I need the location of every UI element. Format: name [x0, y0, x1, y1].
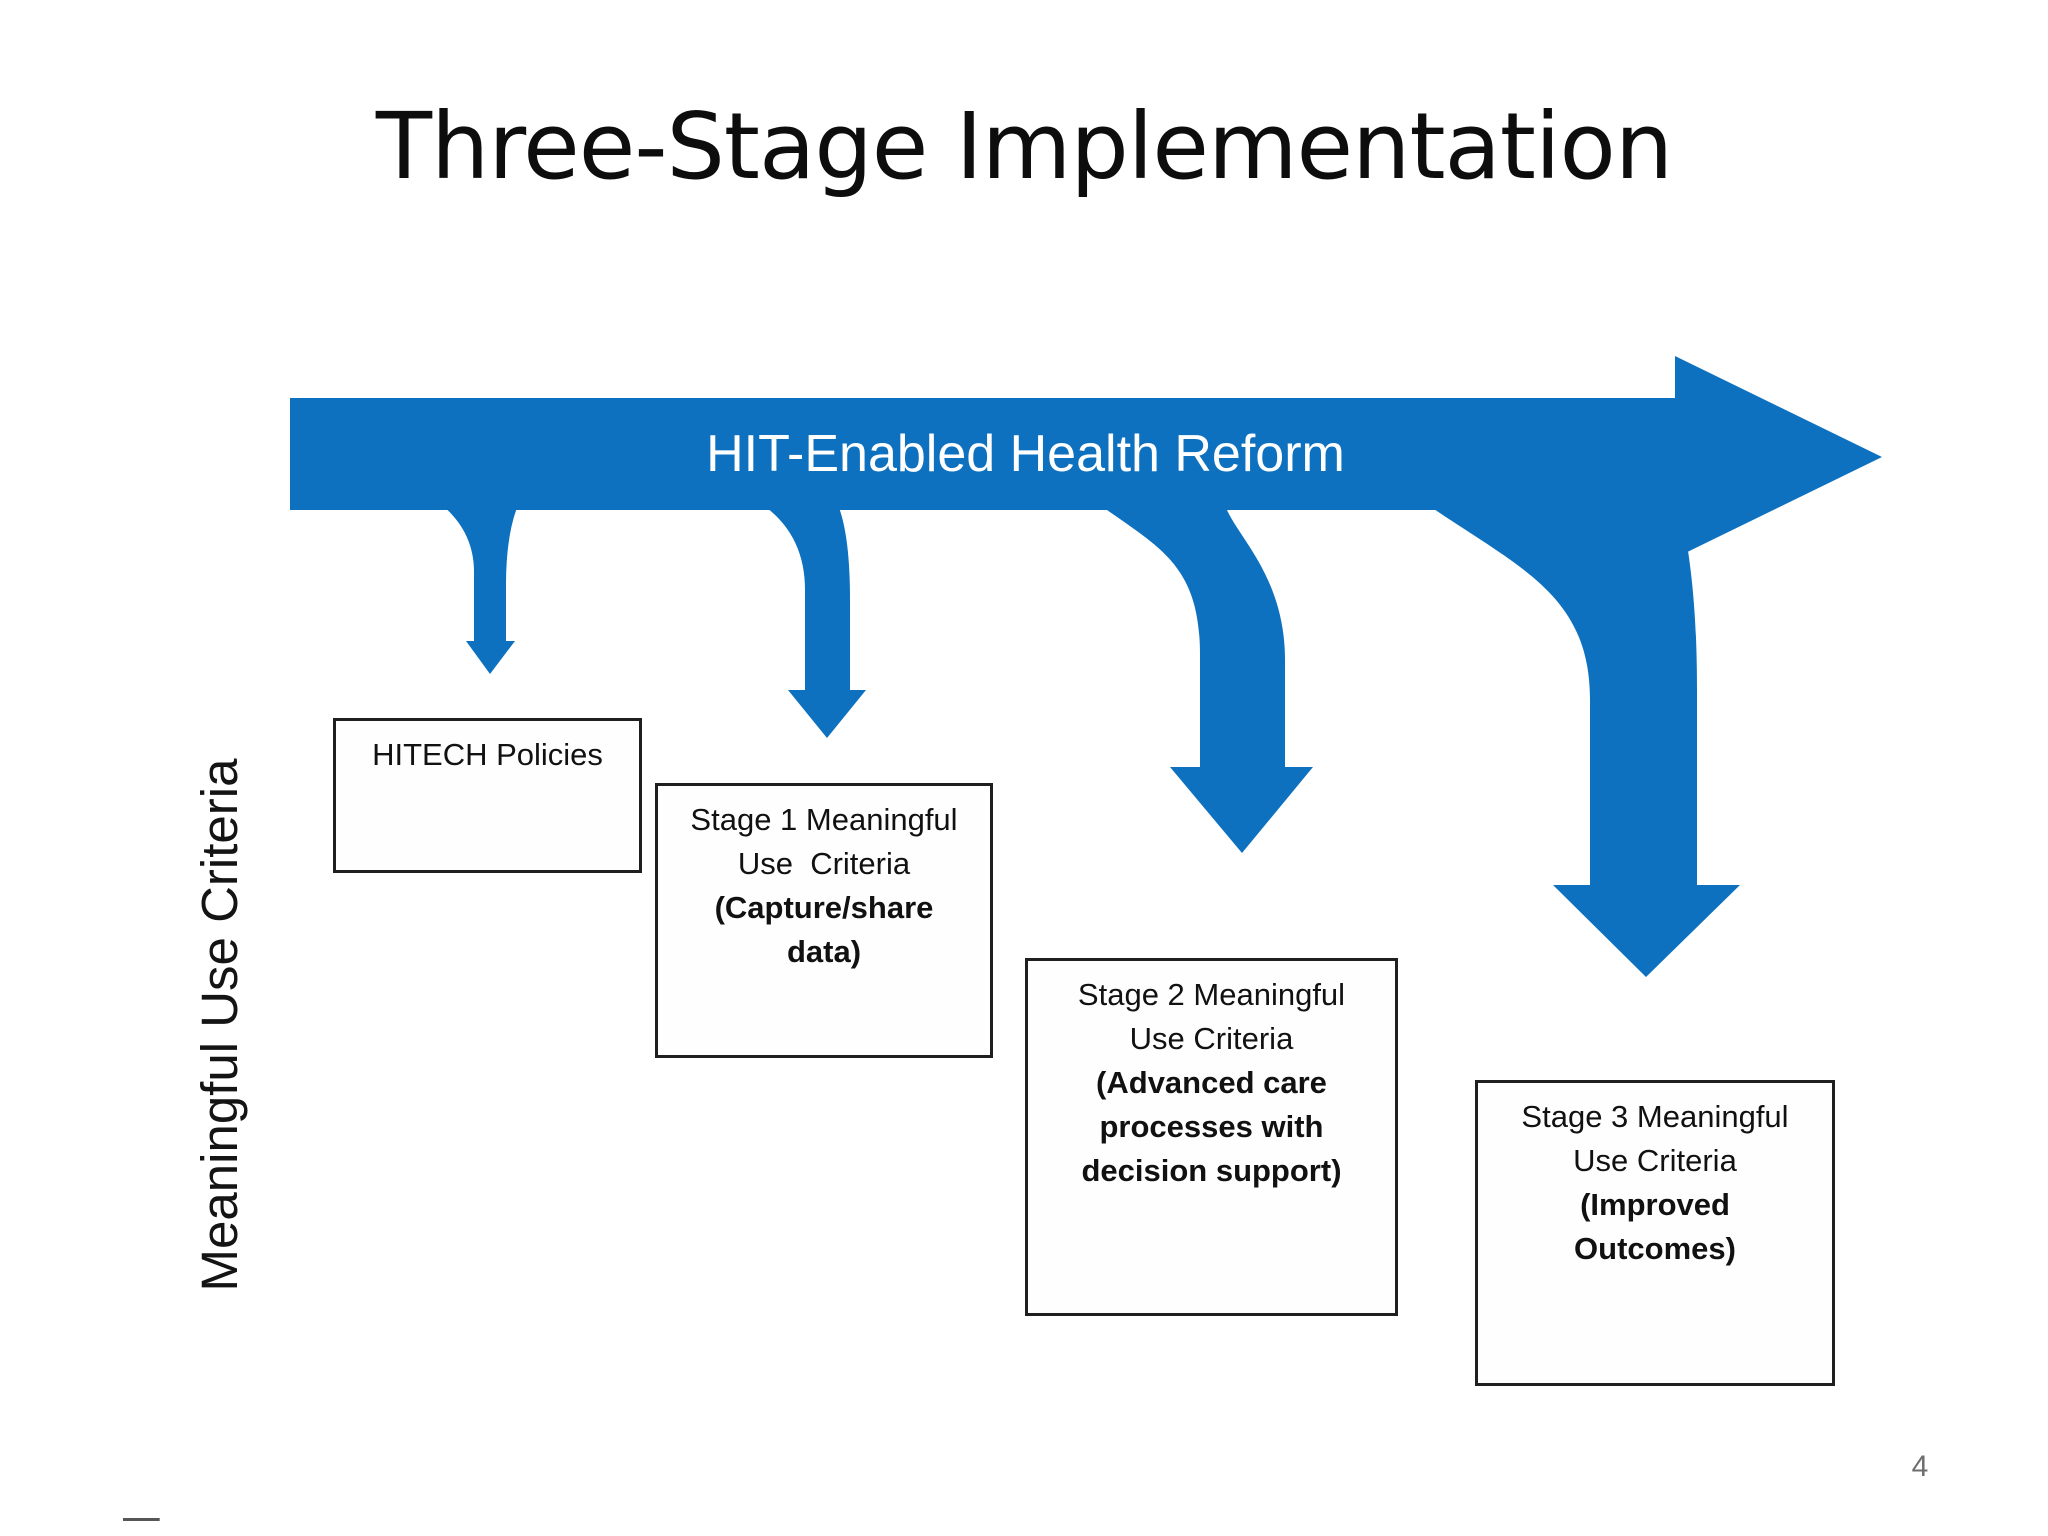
- box-text-line: Use Criteria: [737, 846, 911, 881]
- box-text-line: processes with: [1099, 1109, 1324, 1144]
- box-text-line: Stage 3 Meaningful: [1521, 1099, 1789, 1134]
- box-text-line: Use Criteria: [1573, 1143, 1737, 1178]
- drop-arrow-hitech: [442, 505, 518, 674]
- box-text-line: data): [786, 934, 862, 969]
- drop-arrow-stage3: [1428, 505, 1740, 977]
- hit-reform-arrow-body: [290, 398, 1675, 510]
- box-text-line: decision support): [1081, 1153, 1342, 1188]
- box-text-line: (Advanced care: [1096, 1065, 1327, 1100]
- box-text-line: HITECH Policies: [372, 737, 603, 772]
- hit-reform-arrow-label: HIT-Enabled Health Reform: [706, 425, 1345, 483]
- drop-arrow-stage1: [763, 505, 866, 738]
- slide-title: Three-Stage Implementation: [375, 93, 1673, 200]
- page-number: 4: [1911, 1450, 1929, 1483]
- source-url-link[interactable]: https://www.cms.gov/Regulations-and- Gui…: [123, 1436, 1623, 1536]
- box-text-line: (Capture/share: [714, 890, 934, 925]
- vertical-axis-label: Meaningful Use Criteria: [191, 758, 248, 1292]
- box-text-line: Stage 2 Meaningful: [1077, 977, 1346, 1012]
- hitech-policies-box: HITECH Policies: [333, 718, 642, 873]
- box-text-line: Stage 1 Meaningful: [690, 802, 958, 837]
- box-text-line: Outcomes): [1574, 1231, 1736, 1266]
- box-text-line: Use Criteria: [1129, 1021, 1294, 1056]
- hit-reform-arrowhead: [1675, 356, 1882, 558]
- box-text-line: (Improved: [1580, 1187, 1730, 1222]
- source-url-line1[interactable]: https://www.cms.gov/Regulations-and-: [123, 1528, 1623, 1536]
- drop-arrow-stage2: [1100, 505, 1313, 853]
